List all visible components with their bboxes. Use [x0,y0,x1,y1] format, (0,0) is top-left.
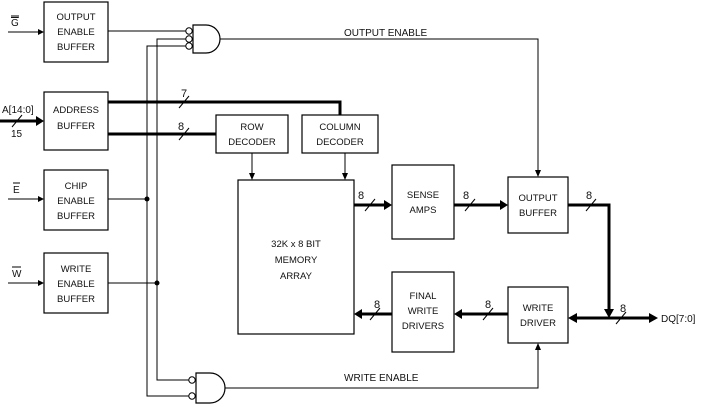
sense-amps: SENSE AMPS [391,164,455,240]
output-enable-buffer-line-1: OUTPUT [56,12,95,23]
write-enable-buffer-line-3: BUFFER [57,294,95,305]
output-enable-label: OUTPUT ENABLE [344,28,427,39]
signal-labels: G A[14:0] 15 E W OUTPUT ENABLE WRITE ENA… [2,15,696,384]
output-buffer-line-1: OUTPUT [518,193,557,204]
dq-node-width: 8 [620,303,626,315]
final-write-drivers-line-2: WRITE [408,306,439,317]
output-buffer: OUTPUT BUFFER [507,176,569,234]
output-buffer-line-2: BUFFER [519,208,557,219]
output-to-dq-width: 8 [586,190,592,202]
address-width-label: 15 [11,129,23,140]
data-bus-label: DQ[7:0] [661,314,696,325]
chip-enable-buffer-line-1: CHIP [65,181,88,192]
row-decoder-line-2: DECODER [228,137,276,148]
final-write-drivers-line-1: FINAL [410,291,437,302]
row-decoder-line-1: ROW [240,122,263,133]
sense-amps-line-2: AMPS [410,205,437,216]
output-enable-buffer: OUTPUT ENABLE BUFFER [43,1,109,63]
final-write-drivers: FINAL WRITE DRIVERS [391,271,455,353]
memory-array: 32K x 8 BIT MEMORY ARRAY [237,179,355,335]
write-driver-line-2: DRIVER [520,318,556,329]
row-decoder: ROW DECODER [215,114,289,154]
column-bus-width: 7 [181,88,187,100]
sense-amps-line-1: SENSE [407,190,439,201]
write-enable-buffer: WRITE ENABLE BUFFER [43,252,109,314]
write-driver-to-final-width: 8 [485,299,491,311]
w-bar-label: W [12,269,22,280]
write-driver-line-1: WRITE [523,303,554,314]
column-decoder-line-2: DECODER [316,137,364,148]
final-write-drivers-line-3: DRIVERS [402,321,444,332]
sense-to-output-width: 8 [463,190,469,202]
column-decoder-line-1: COLUMN [319,122,360,133]
write-enable-buffer-line-2: ENABLE [57,279,95,290]
column-decoder: COLUMN DECODER [301,114,379,154]
bus-width-labels: 7 8 8 8 8 8 8 8 [178,88,626,315]
write-driver: WRITE DRIVER [507,286,569,344]
address-bus-label: A[14:0] [2,105,34,116]
memory-array-line-2: MEMORY [275,255,318,266]
e-bar-label: E [13,185,20,196]
write-enable-and-gate [188,372,226,404]
final-to-array-width: 8 [374,299,380,311]
address-buffer-line-1: ADDRESS [53,105,99,116]
bus-width-slashes [11,95,627,325]
data-buses [0,100,658,323]
output-enable-buffer-line-2: ENABLE [57,27,95,38]
address-buffer-line-2: BUFFER [57,121,95,132]
row-bus-width: 8 [178,121,184,133]
chip-enable-buffer-line-3: BUFFER [57,211,95,222]
chip-enable-buffer: CHIP ENABLE BUFFER [43,169,109,231]
write-enable-label: WRITE ENABLE [344,373,419,384]
address-buffer: ADDRESS BUFFER [43,91,109,151]
output-enable-and-gate [185,24,221,54]
output-enable-buffer-line-3: BUFFER [57,42,95,53]
memory-array-line-1: 32K x 8 BIT [271,239,321,250]
write-enable-buffer-line-1: WRITE [61,264,92,275]
array-to-sense-width: 8 [358,190,364,202]
memory-array-line-3: ARRAY [280,271,313,282]
chip-enable-buffer-line-2: ENABLE [57,196,95,207]
g-bar-label: G [11,18,19,29]
control-wires [8,29,541,397]
